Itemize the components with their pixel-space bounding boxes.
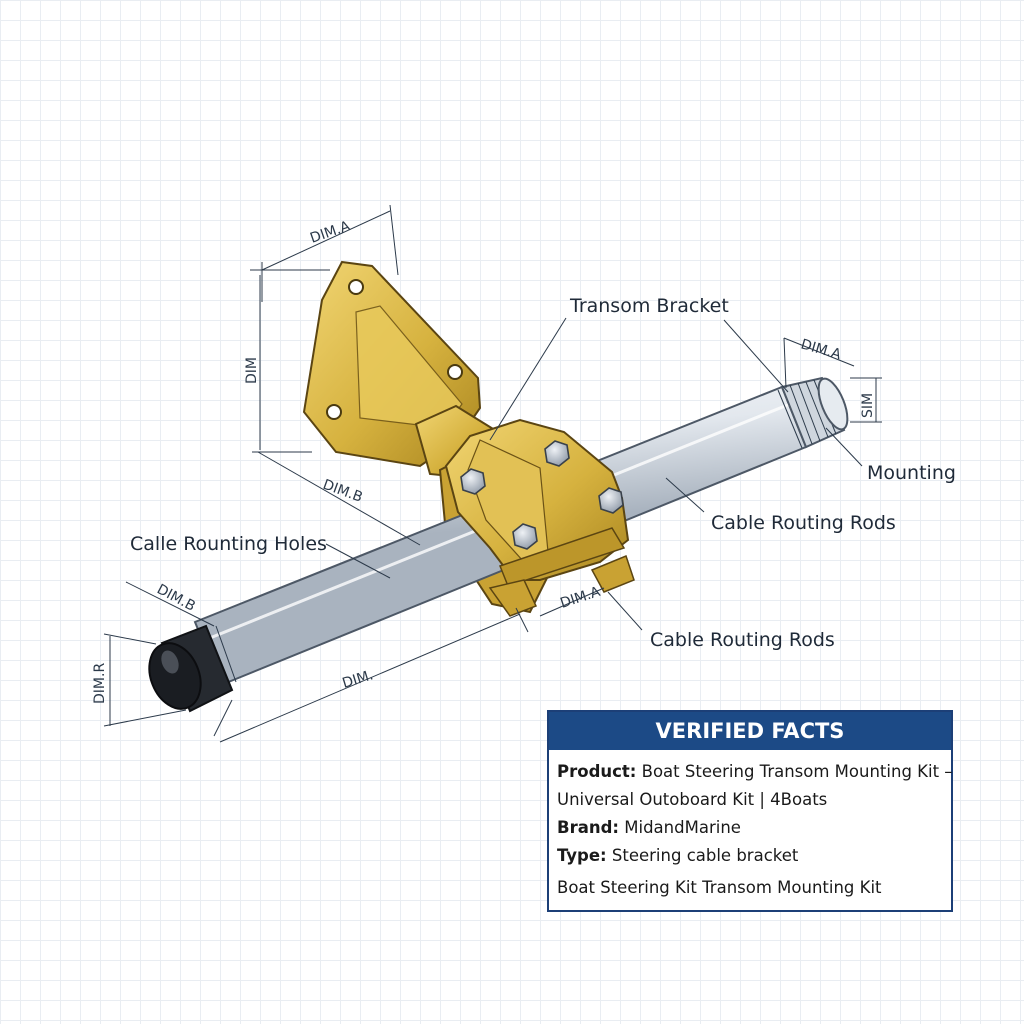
hex-bolt (512, 523, 538, 550)
hex-bolts (460, 440, 624, 550)
dim-label-end: DIM.R (92, 663, 108, 704)
fact-product-continued: Universal Outoboard Kit | 4Boats (557, 790, 828, 809)
verified-facts-panel: VERIFIED FACTS Product: Boat Steering Tr… (547, 710, 953, 912)
clamp-block-front (444, 418, 635, 617)
rubber-end-cap (148, 624, 234, 713)
dim-label-left-b: DIM.B (154, 581, 198, 614)
callout-calle-rounting-holes: Calle Rounting Holes (130, 533, 327, 555)
hex-bolt (544, 440, 570, 467)
fact-brand-label: Brand: (557, 818, 620, 837)
leader-lines (325, 317, 863, 631)
facts-header: VERIFIED FACTS (549, 712, 951, 750)
fact-summary: Boat Steering Kit Transom Mounting Kit (557, 878, 882, 897)
dim-label-right-sim: SIM (860, 393, 876, 418)
mounting-hole (447, 364, 463, 380)
fact-type-value: Steering cable bracket (611, 846, 799, 865)
mounting-hole (326, 404, 342, 420)
threaded-rod-end (780, 376, 849, 449)
dim-label-top-a: DIM.A (308, 218, 352, 247)
facts-body: Product: Boat Steering Transom Mounting … (549, 750, 953, 902)
callout-mounting: Mounting (867, 462, 956, 484)
callout-cable-routing-rods-upper: Cable Routing Rods (711, 512, 896, 534)
fact-product-label: Product: (557, 762, 637, 781)
hex-bolt (460, 468, 486, 495)
fact-product: Product: Boat Steering Transom Mounting … (557, 758, 953, 786)
dim-label-bottom: DIM. (340, 667, 375, 691)
fact-brand: Brand: MidandMarine (557, 814, 943, 842)
fact-type: Type: Steering cable bracket (557, 842, 943, 870)
hex-bolt (598, 487, 624, 514)
dimension-lines (103, 204, 882, 743)
fact-brand-value: MidandMarine (624, 818, 741, 837)
fact-product-value: Boat Steering Transom Mounting Kit – (641, 762, 953, 781)
callout-transom-bracket: Transom Bracket (569, 295, 729, 317)
mounting-hole (348, 279, 364, 295)
dim-label-mid-b: DIM.B (321, 477, 365, 506)
fact-type-label: Type: (557, 846, 607, 865)
callout-cable-routing-rods-lower: Cable Routing Rods (650, 629, 835, 651)
dim-label-left: DIM (244, 357, 260, 384)
dim-label-right-a: DIM.A (799, 336, 843, 363)
dim-label-lower-a: DIM.A (558, 584, 602, 612)
